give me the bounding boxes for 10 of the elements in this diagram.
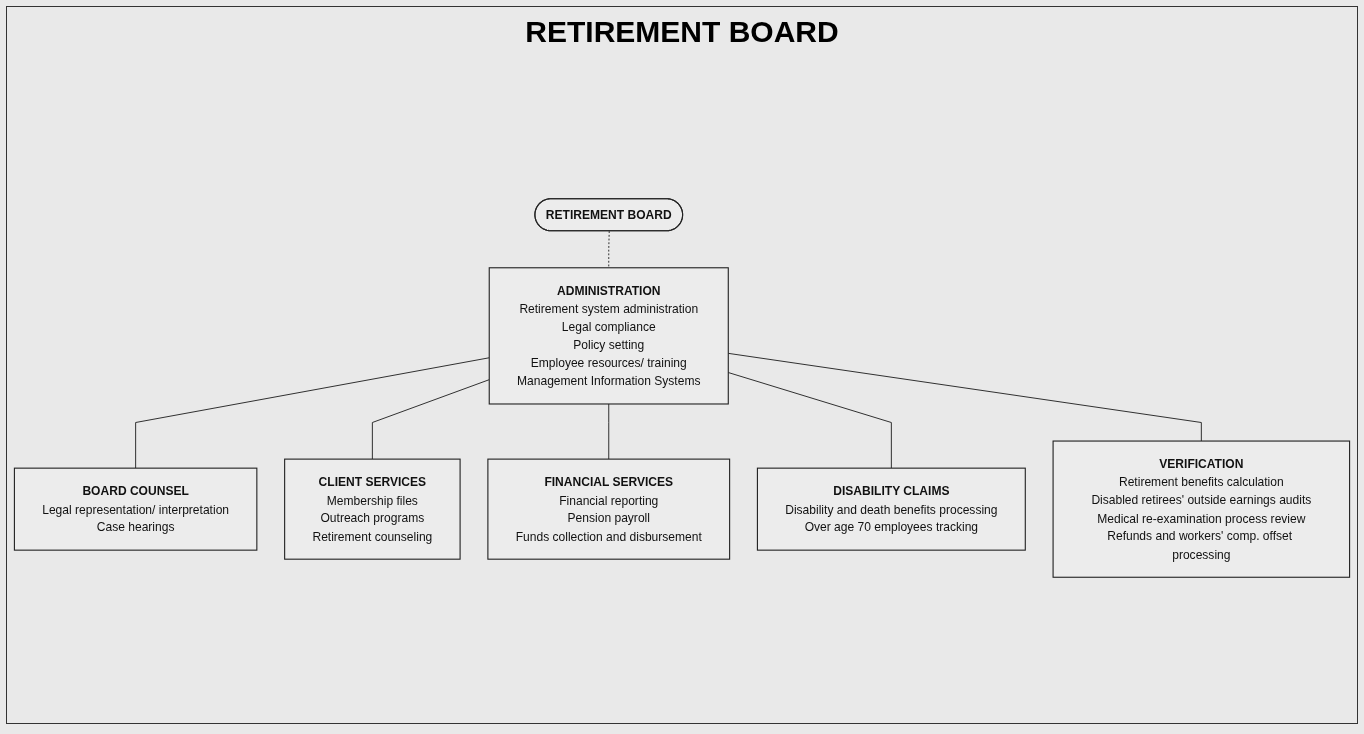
- node-box: CLIENT SERVICES Membership files Outreach programs Retirement counseling: [284, 458, 461, 560]
- connector: [135, 357, 490, 469]
- connector: [371, 379, 490, 460]
- connector: [608, 403, 610, 460]
- node-box: DISABILITY CLAIMS Disability and death benefits processing Over age 70 employees tracking: [756, 467, 1026, 551]
- node-box: FINANCIAL SERVICES Financial reporting Pension payroll Funds collection and disbursement: [487, 458, 731, 560]
- node-box: VERIFICATION Retirement benefits calculation Disabled retirees' outside earnings audits Medical re-examination process review Refunds and workers' comp. offset processing: [1052, 440, 1351, 578]
- node-box: ADMINISTRATION Retirement system administration Legal compliance Policy setting Employee resources/ training Management Information Systems: [488, 267, 729, 405]
- node-box: BOARD COUNSEL Legal representation/ interpretation Case hearings: [13, 467, 258, 551]
- diagram-title: RETIREMENT BOARD: [525, 15, 839, 49]
